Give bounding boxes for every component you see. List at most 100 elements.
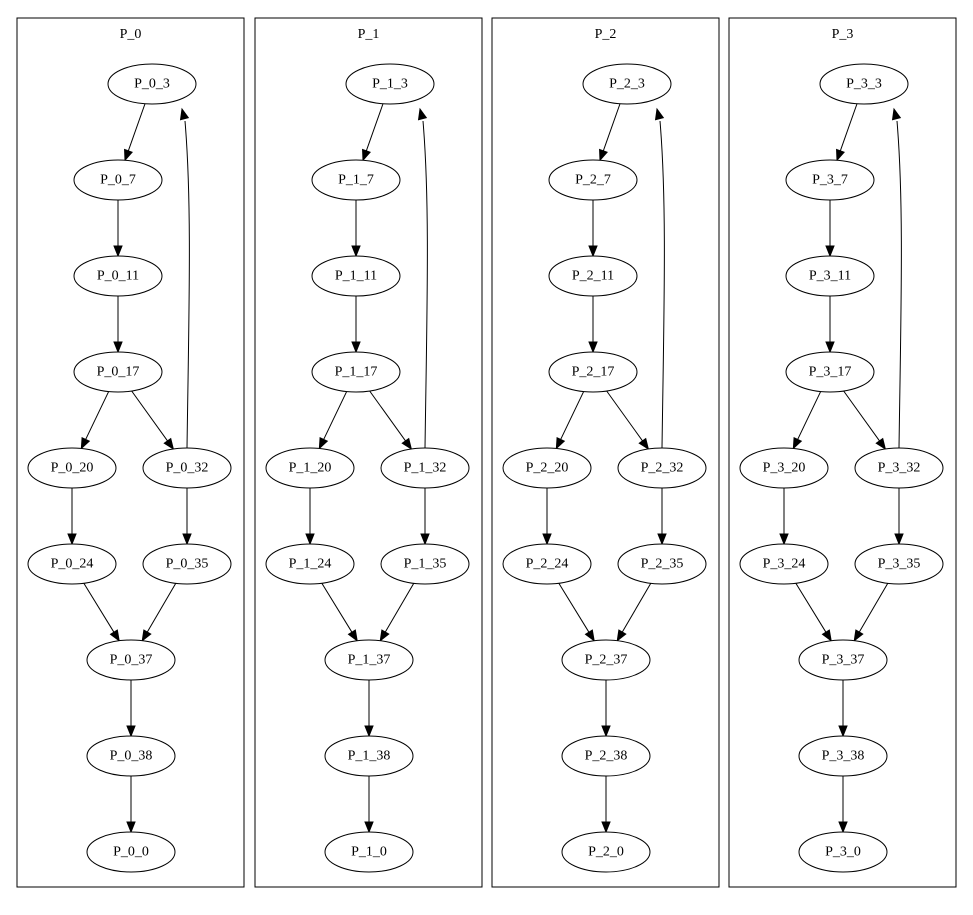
node-ellipse <box>107 63 197 105</box>
edge-P_3_3-to-P_3_7 <box>839 103 858 152</box>
edge-P_0_17-to-P_0_32-arrowhead <box>163 437 175 451</box>
node-ellipse <box>380 447 470 489</box>
node-ellipse <box>311 255 401 297</box>
node-P_1_24[interactable]: P_1_24 <box>265 543 355 585</box>
node-P_2_32[interactable]: P_2_32 <box>617 447 707 489</box>
node-P_2_38[interactable]: P_2_38 <box>561 735 651 777</box>
node-label: P_3_32 <box>878 461 921 476</box>
cluster-label: P_0 <box>120 27 142 42</box>
node-P_1_3[interactable]: P_1_3 <box>345 63 435 105</box>
edge-P_3_37-to-P_3_38-arrowhead <box>838 725 848 738</box>
node-ellipse <box>819 63 909 105</box>
edges <box>779 103 904 834</box>
edge-P_2_17-to-P_2_32 <box>606 390 644 442</box>
node-P_0_38[interactable]: P_0_38 <box>86 735 176 777</box>
node-ellipse <box>324 831 414 873</box>
node-P_1_0[interactable]: P_1_0 <box>324 831 414 873</box>
node-label: P_0_0 <box>113 845 149 860</box>
edge-P_1_24-to-P_1_37 <box>321 583 353 634</box>
node-P_0_7[interactable]: P_0_7 <box>73 159 163 201</box>
node-P_1_38[interactable]: P_1_38 <box>324 735 414 777</box>
node-P_2_37[interactable]: P_2_37 <box>561 639 651 681</box>
node-P_0_24[interactable]: P_0_24 <box>27 543 117 585</box>
edge-P_2_24-to-P_2_37 <box>558 583 590 634</box>
node-P_3_3[interactable]: P_3_3 <box>819 63 909 105</box>
edge-P_2_32-to-P_2_35-arrowhead <box>657 533 667 546</box>
node-label: P_3_24 <box>763 557 806 572</box>
node-P_0_11[interactable]: P_0_11 <box>73 255 163 297</box>
node-P_0_17[interactable]: P_0_17 <box>73 351 163 393</box>
node-ellipse <box>324 639 414 681</box>
node-ellipse <box>548 351 638 393</box>
node-ellipse <box>617 447 707 489</box>
node-P_3_11[interactable]: P_3_11 <box>785 255 875 297</box>
node-P_3_0[interactable]: P_3_0 <box>798 831 888 873</box>
node-label: P_3_0 <box>825 845 861 860</box>
node-P_2_11[interactable]: P_2_11 <box>548 255 638 297</box>
node-label: P_1_7 <box>338 173 374 188</box>
node-P_2_0[interactable]: P_2_0 <box>561 831 651 873</box>
node-P_1_11[interactable]: P_1_11 <box>311 255 401 297</box>
node-ellipse <box>265 543 355 585</box>
node-P_3_35[interactable]: P_3_35 <box>854 543 944 585</box>
node-ellipse <box>785 159 875 201</box>
node-ellipse <box>86 639 176 681</box>
node-P_3_32[interactable]: P_3_32 <box>854 447 944 489</box>
node-P_1_20[interactable]: P_1_20 <box>265 447 355 489</box>
edge-P_2_7-to-P_2_11-arrowhead <box>588 245 598 258</box>
edge-P_3_35-to-P_3_37-arrowhead <box>853 629 864 642</box>
node-label: P_3_37 <box>822 653 865 668</box>
node-ellipse <box>854 447 944 489</box>
node-P_3_24[interactable]: P_3_24 <box>739 543 829 585</box>
node-P_2_3[interactable]: P_2_3 <box>582 63 672 105</box>
node-P_1_32[interactable]: P_1_32 <box>380 447 470 489</box>
node-P_2_24[interactable]: P_2_24 <box>502 543 592 585</box>
node-P_2_20[interactable]: P_2_20 <box>502 447 592 489</box>
edge-P_3_32-to-P_3_35-arrowhead <box>894 533 904 546</box>
node-ellipse <box>73 159 163 201</box>
node-P_1_35[interactable]: P_1_35 <box>380 543 470 585</box>
node-P_3_7[interactable]: P_3_7 <box>785 159 875 201</box>
edge-P_1_17-to-P_1_20-arrowhead <box>318 436 329 450</box>
cluster-box <box>728 17 957 888</box>
edge-P_3_17-to-P_3_32 <box>843 390 881 442</box>
edges <box>67 103 192 834</box>
node-label: P_3_11 <box>809 269 851 284</box>
node-ellipse <box>142 543 232 585</box>
node-ellipse <box>798 639 888 681</box>
node-P_2_7[interactable]: P_2_7 <box>548 159 638 201</box>
edge-P_1_3-to-P_1_7 <box>365 103 384 152</box>
node-P_0_0[interactable]: P_0_0 <box>86 831 176 873</box>
edge-P_3_32-to-P_3_3-arrowhead <box>891 107 902 121</box>
node-P_0_37[interactable]: P_0_37 <box>86 639 176 681</box>
edge-P_0_35-to-P_0_37 <box>146 583 177 634</box>
node-label: P_1_32 <box>404 461 447 476</box>
node-P_0_20[interactable]: P_0_20 <box>27 447 117 489</box>
node-P_1_17[interactable]: P_1_17 <box>311 351 401 393</box>
node-P_2_35[interactable]: P_2_35 <box>617 543 707 585</box>
node-ellipse <box>561 831 651 873</box>
edge-P_3_35-to-P_3_37 <box>858 583 889 634</box>
node-label: P_2_3 <box>609 77 645 92</box>
node-P_3_37[interactable]: P_3_37 <box>798 639 888 681</box>
node-P_3_20[interactable]: P_3_20 <box>739 447 829 489</box>
node-P_2_17[interactable]: P_2_17 <box>548 351 638 393</box>
edge-P_1_35-to-P_1_37 <box>384 583 415 634</box>
node-ellipse <box>73 351 163 393</box>
node-P_0_35[interactable]: P_0_35 <box>142 543 232 585</box>
edge-P_0_24-to-P_0_37-arrowhead <box>109 629 120 642</box>
node-P_0_3[interactable]: P_0_3 <box>107 63 197 105</box>
node-P_3_38[interactable]: P_3_38 <box>798 735 888 777</box>
edge-P_0_20-to-P_0_24-arrowhead <box>67 533 77 546</box>
node-ellipse <box>73 255 163 297</box>
node-label: P_1_35 <box>404 557 447 572</box>
edge-P_0_32-to-P_0_35-arrowhead <box>182 533 192 546</box>
edge-P_0_17-to-P_0_20-arrowhead <box>80 436 91 450</box>
node-P_1_37[interactable]: P_1_37 <box>324 639 414 681</box>
edge-P_1_20-to-P_1_24-arrowhead <box>305 533 315 546</box>
node-P_0_32[interactable]: P_0_32 <box>142 447 232 489</box>
node-P_1_7[interactable]: P_1_7 <box>311 159 401 201</box>
node-P_3_17[interactable]: P_3_17 <box>785 351 875 393</box>
